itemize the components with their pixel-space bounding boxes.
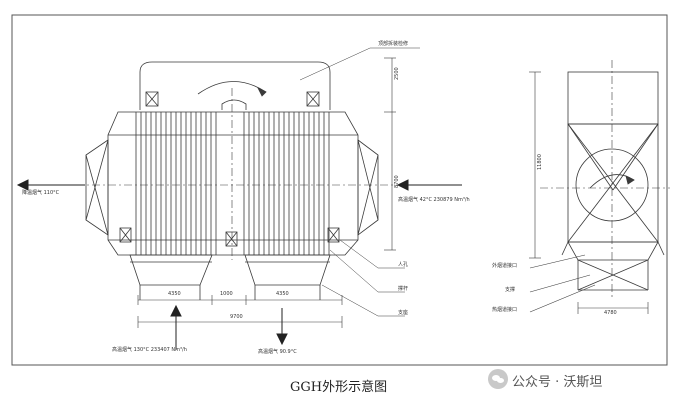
side-dimensions [529, 71, 649, 314]
front-dimensions [137, 57, 396, 328]
rotation-arrow [197, 81, 267, 95]
dim-height-mid: 8700 [394, 175, 400, 188]
tube-bank-right [243, 112, 330, 255]
dim-height-top: 2500 [394, 67, 400, 80]
right-hood [357, 139, 379, 236]
left-hood [85, 139, 109, 236]
label-flue-in-right: 高温烟气 42°C 230879 Nm³/h [398, 197, 470, 203]
wechat-icon [488, 369, 508, 389]
label-flue-out-left: 降温烟气 110°C [22, 190, 60, 196]
callout-leaders [299, 47, 420, 317]
label-side-2: 支撑 [505, 287, 516, 293]
rotation-arrow-head [257, 87, 267, 97]
dim-side-height: 11800 [537, 154, 543, 170]
label-callout-1: 人孔 [398, 262, 409, 268]
cap-box-right [306, 91, 320, 107]
cap-box-left [145, 91, 159, 107]
front-view [60, 61, 400, 300]
side-view [540, 60, 670, 300]
dim-gap: 1000 [220, 291, 233, 297]
hopper-right [244, 254, 331, 286]
label-side-3: 热烟道接口 [492, 307, 518, 313]
tube-bank-left [135, 112, 217, 255]
label-side-1: 外烟道接口 [492, 263, 518, 269]
dim-total-width: 9700 [230, 314, 243, 320]
dim-side-width: 4780 [604, 310, 617, 316]
label-flue-out-bottom: 高温烟气 90.9°C [258, 349, 297, 355]
side-top-box [567, 71, 659, 125]
label-flue-in-bottom: 高温烟气 130°C 233407 Nm³/h [112, 347, 187, 353]
manhole-box-2 [225, 231, 238, 247]
hopper-left [129, 254, 213, 286]
watermark-text: 公众号 · 沃斯坦 [512, 375, 603, 390]
top-cap [139, 61, 331, 110]
flow-arrows [16, 179, 462, 350]
label-top-header: 顶部拆装检修 [378, 41, 409, 47]
drawing-border [11, 14, 668, 366]
dim-width-left: 4350 [168, 291, 181, 297]
figure-caption: GGH外形示意图 [290, 380, 388, 395]
label-callout-2: 撑杆 [398, 286, 409, 292]
manhole-box-1 [119, 227, 132, 243]
label-callout-3: 支座 [398, 310, 409, 316]
manhole-box-3 [327, 227, 340, 243]
side-bottom [567, 241, 659, 261]
dim-width-right: 4350 [276, 291, 289, 297]
main-body [107, 111, 359, 256]
